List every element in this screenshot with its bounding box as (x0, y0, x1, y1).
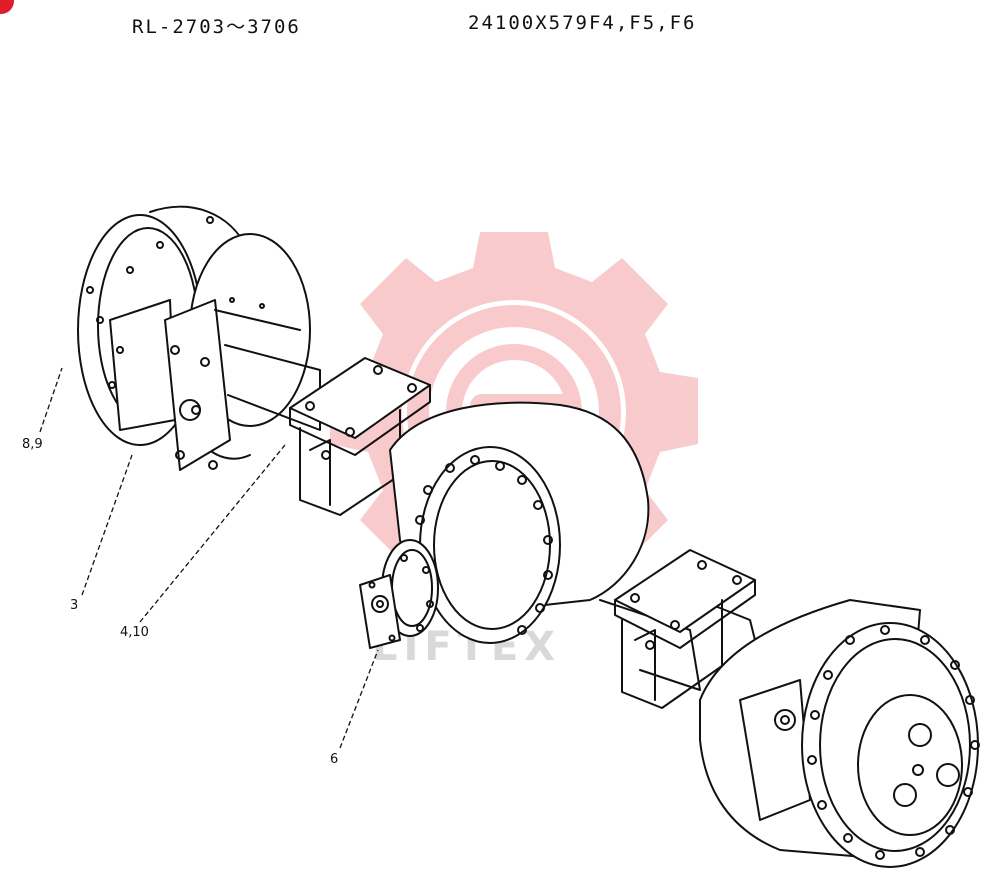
leader-line-3 (81, 454, 133, 596)
right-spring-seat (614, 549, 756, 709)
callout-3: 3 (70, 598, 79, 613)
model-range-label: RL-2703〜3706 (132, 16, 301, 38)
part-number-label: 24100X579F4,F5,F6 (468, 12, 697, 34)
leader-line-4-10 (139, 444, 286, 623)
differential-housing (389, 401, 650, 644)
left-spring-seat (289, 357, 431, 516)
callout-4-10: 4,10 (120, 625, 149, 640)
leader-line-6 (339, 649, 379, 749)
pinion-yoke (359, 539, 439, 649)
leader-line-8-9 (39, 367, 63, 433)
callout-8-9: 8,9 (22, 437, 43, 452)
callout-6: 6 (330, 752, 339, 767)
left-wheel-hub (77, 205, 311, 471)
right-wheel-hub (699, 599, 980, 868)
